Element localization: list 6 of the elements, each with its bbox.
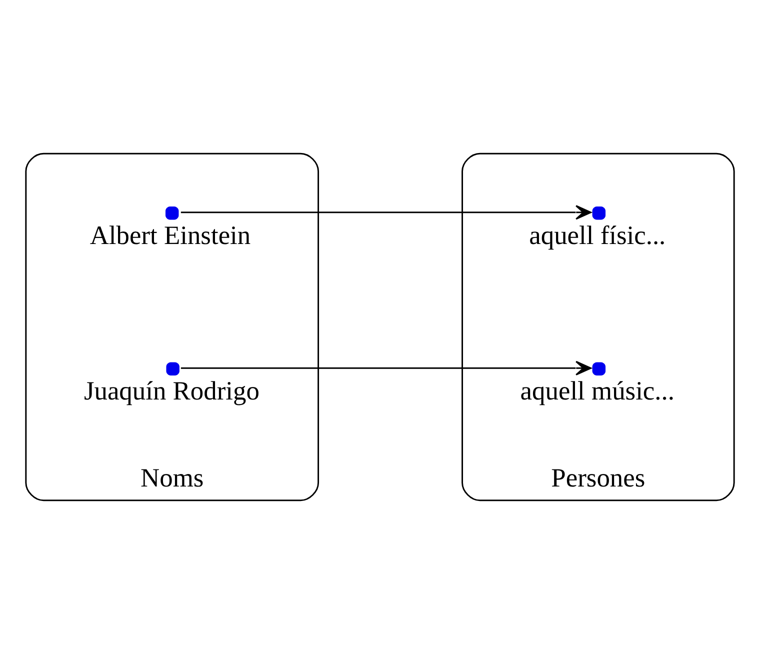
node-label: aquell físic... xyxy=(529,219,666,250)
node-label: Albert Einstein xyxy=(90,219,251,250)
node-label: aquell músic... xyxy=(520,375,674,406)
arrow xyxy=(180,360,592,375)
node-label: Juaquín Rodrigo xyxy=(84,375,260,406)
arrow xyxy=(180,204,592,220)
